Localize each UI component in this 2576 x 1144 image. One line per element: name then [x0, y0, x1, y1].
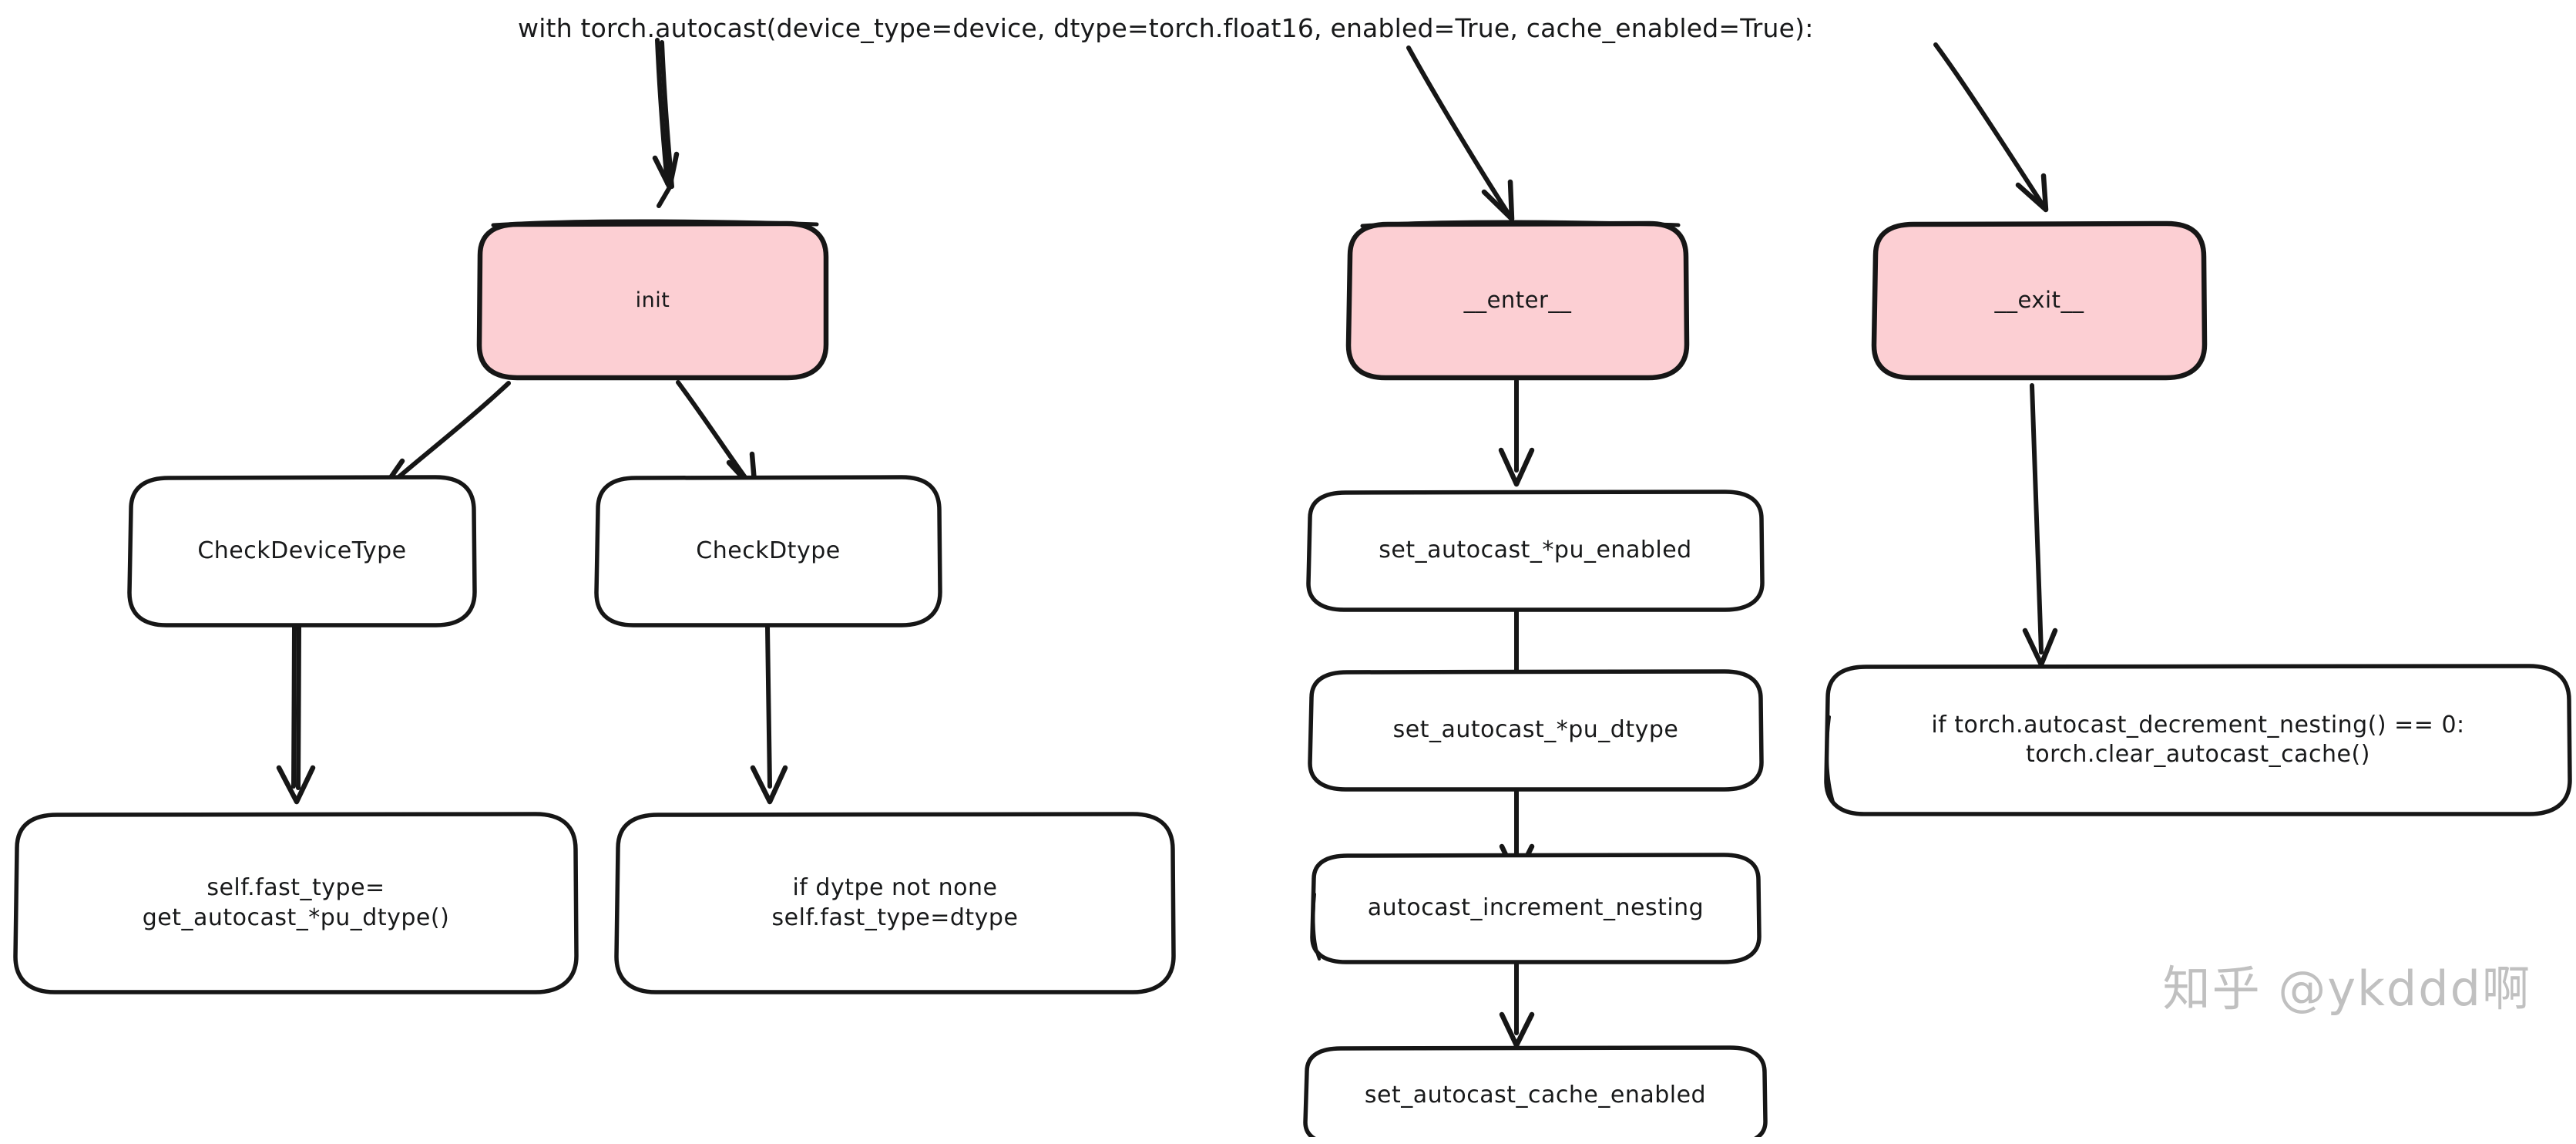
node-set-autocast-cache-enabled-shape: [1303, 1045, 1768, 1137]
arrow-title-to-enter: [1406, 45, 1515, 222]
node-set-autocast-enabled-shape: [1306, 490, 1765, 612]
arrow-checkdevicetype-to-fasttype: [276, 625, 316, 805]
arrow-init-to-checkdtype: [676, 380, 758, 494]
arrow-checkdtype-to-fasttypedtype: [750, 625, 788, 805]
node-enter-shape: [1345, 220, 1690, 381]
watermark: 知乎 @ykddd啊: [2162, 961, 2531, 1017]
node-fasttype-get-shape: [13, 812, 579, 994]
node-checkdtype-shape: [594, 475, 942, 628]
node-init-shape: [476, 219, 829, 381]
arrow-incrementnesting-to-cacheenabled: [1499, 962, 1535, 1048]
arrow-exit-to-decrementnesting: [2022, 383, 2058, 668]
arrow-title-to-exit: [1933, 42, 2049, 213]
node-exit-shape: [1871, 220, 2208, 381]
node-fasttype-dtype-shape: [614, 812, 1176, 994]
node-checkdevicetype-shape: [127, 475, 477, 628]
arrow-title-to-init: [652, 38, 680, 208]
arrow-enter-to-setenabled: [1498, 379, 1535, 487]
node-decrement-nesting-shape: [1824, 664, 2572, 816]
node-autocast-increment-nesting-shape: [1310, 853, 1762, 964]
node-set-autocast-dtype-shape: [1308, 669, 1764, 792]
